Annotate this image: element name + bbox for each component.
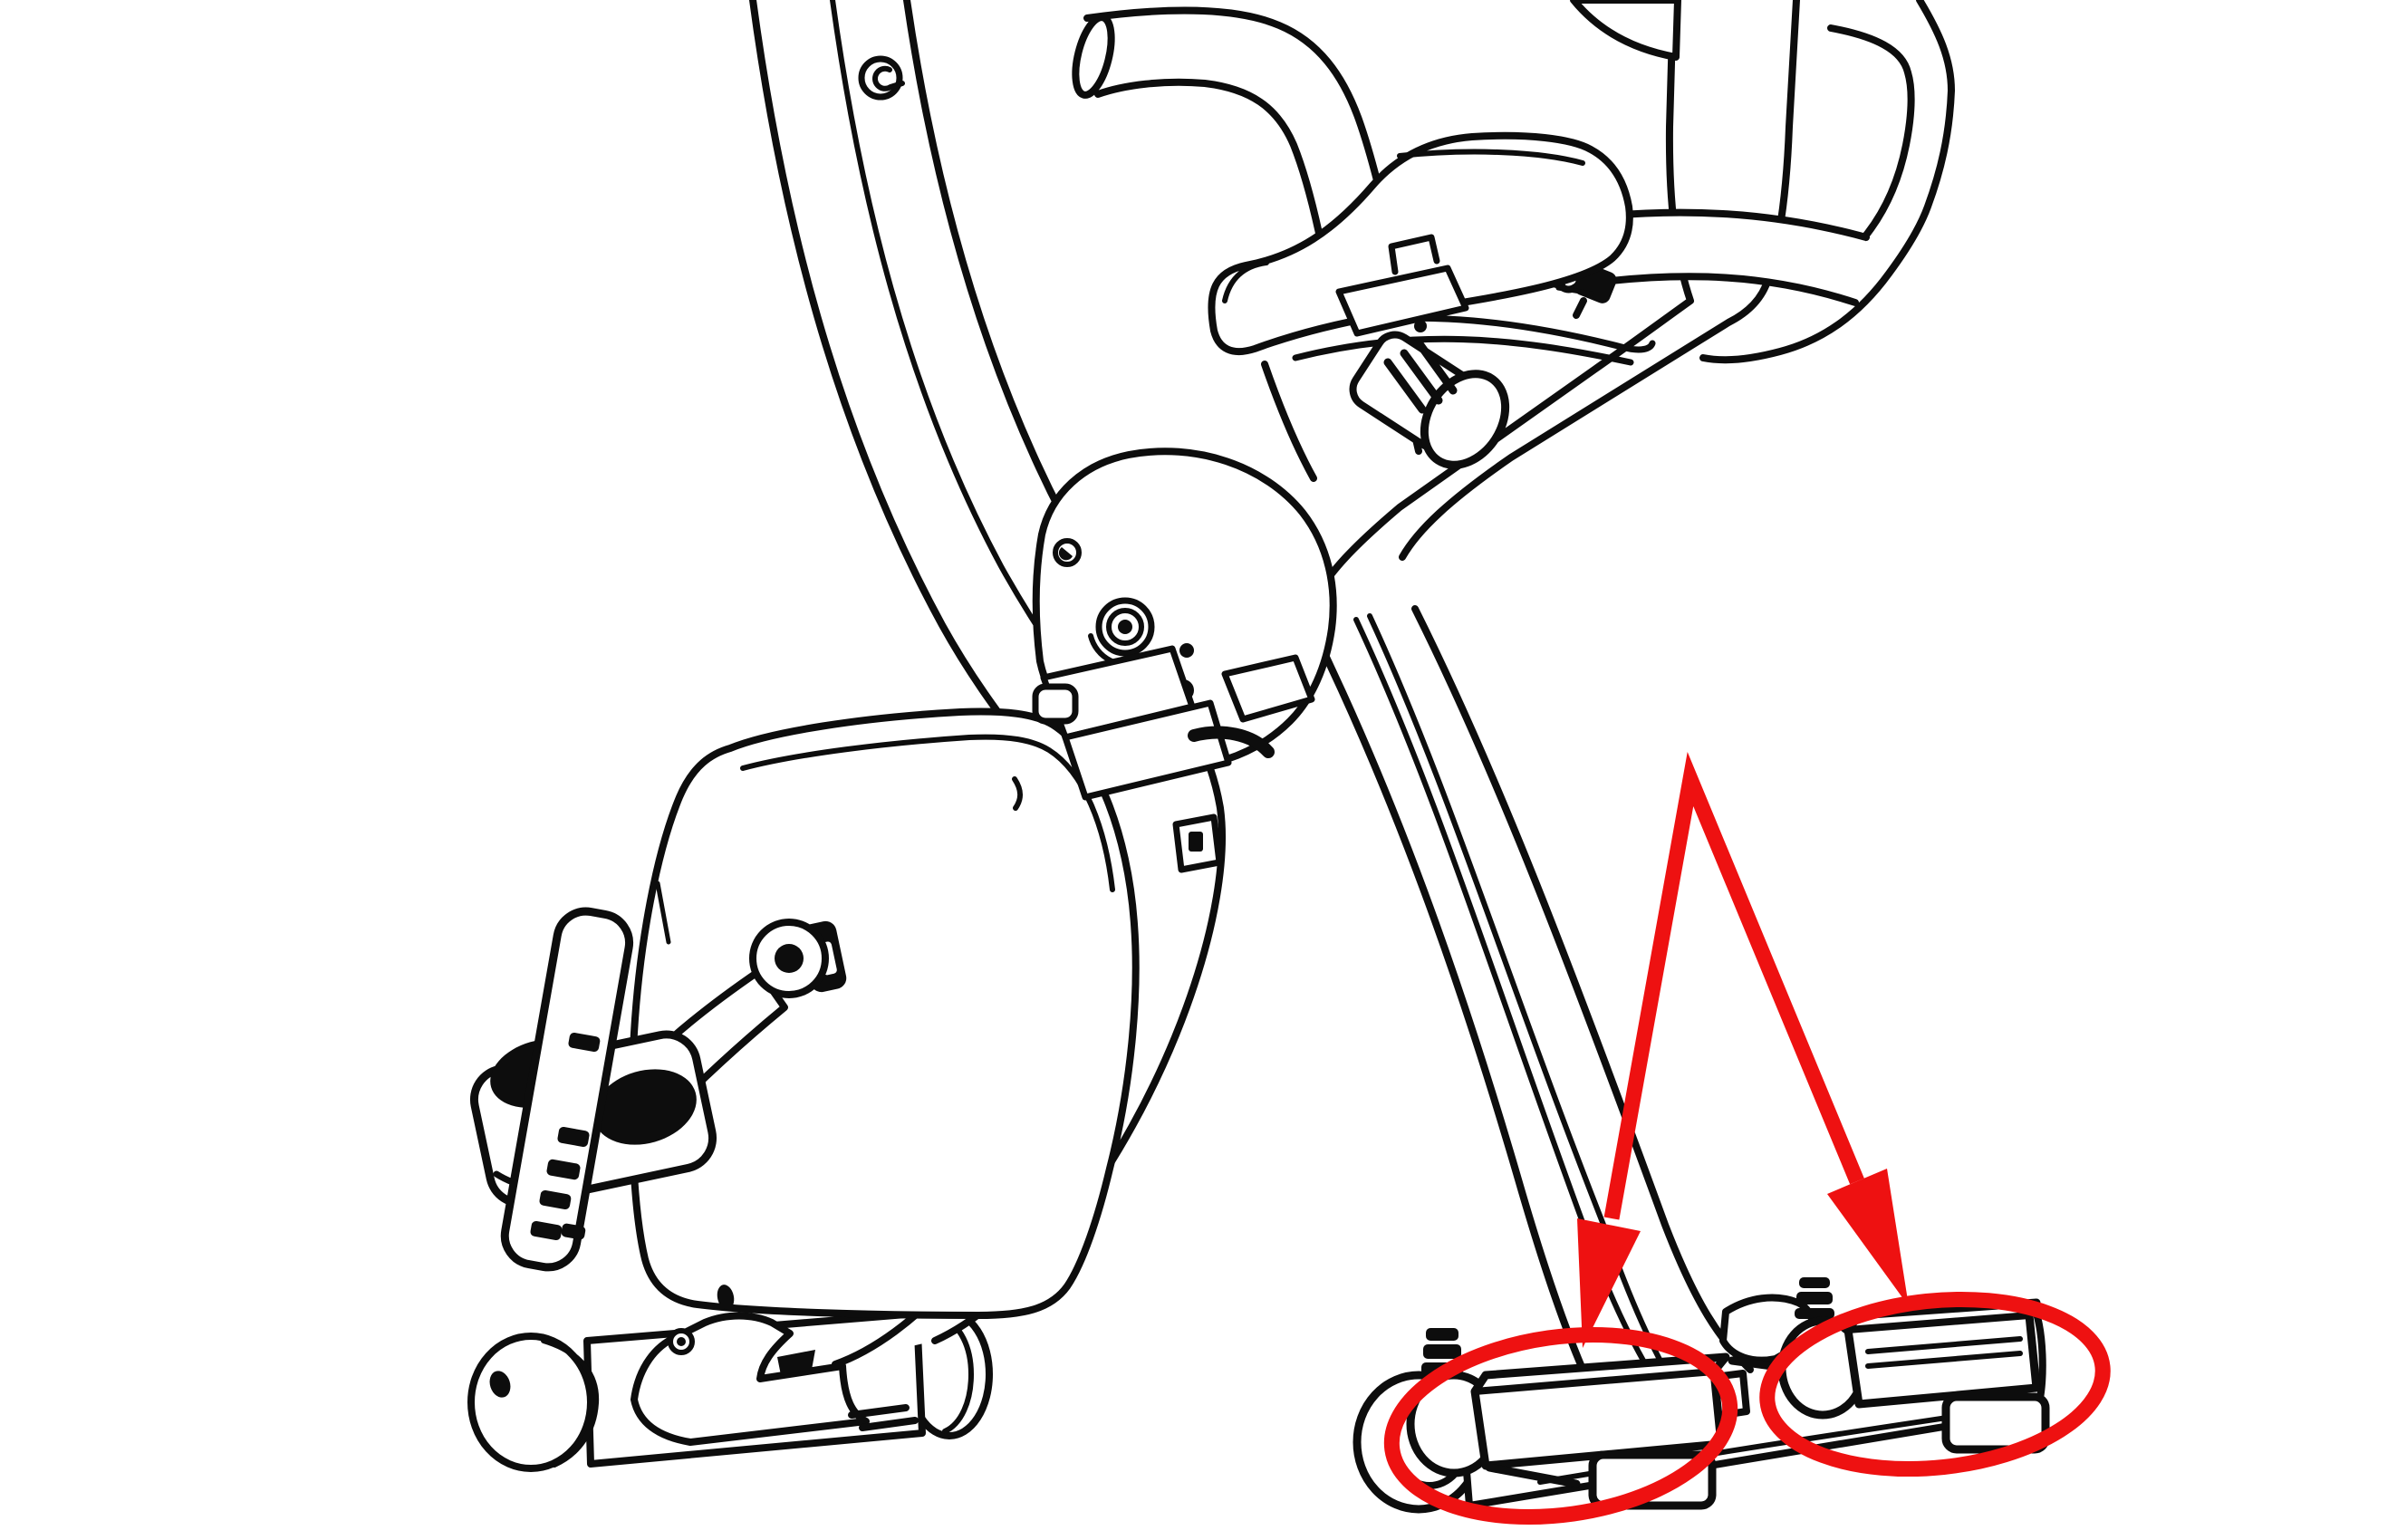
- highlight-ellipse-left: [1383, 1326, 1738, 1526]
- frame-screw-icon: [858, 55, 903, 101]
- left-handlebar-grip: [1072, 0, 1681, 303]
- annotation-layer: [1383, 751, 2111, 1526]
- front-foot-bracket: [631, 1312, 919, 1446]
- crank-axle-bolt: [749, 919, 847, 998]
- annotation-arrowhead-left: [1577, 1218, 1641, 1348]
- front-stabilizer-left-end-cap: [467, 1333, 594, 1472]
- annotation-arrowhead-right: [1827, 1169, 1909, 1306]
- annotation-arrow-shafts: [1603, 751, 1864, 1220]
- center-hinge-hub: [1032, 448, 1337, 873]
- pedal-and-crank: [469, 881, 847, 1272]
- grip-end-cap: [1072, 14, 1115, 99]
- front-axle-dot: [489, 1371, 511, 1398]
- highlight-ellipse-right: [1759, 1291, 2111, 1477]
- pivot-bolt: [1088, 597, 1155, 668]
- seat-clamp-bracket: [1335, 265, 1469, 337]
- seat-clamp-and-knob: [1335, 234, 1510, 469]
- pedal-strap: [500, 907, 634, 1272]
- rear-frame-tube: [1308, 605, 1754, 1399]
- adjustment-knob: [1349, 331, 1510, 469]
- rear-foot-left: [1406, 1328, 1750, 1510]
- rear-foot-right: [1719, 1277, 2050, 1454]
- right-foot-block: [1941, 1392, 2050, 1454]
- handlebar-loop-outer: [1699, 0, 1955, 364]
